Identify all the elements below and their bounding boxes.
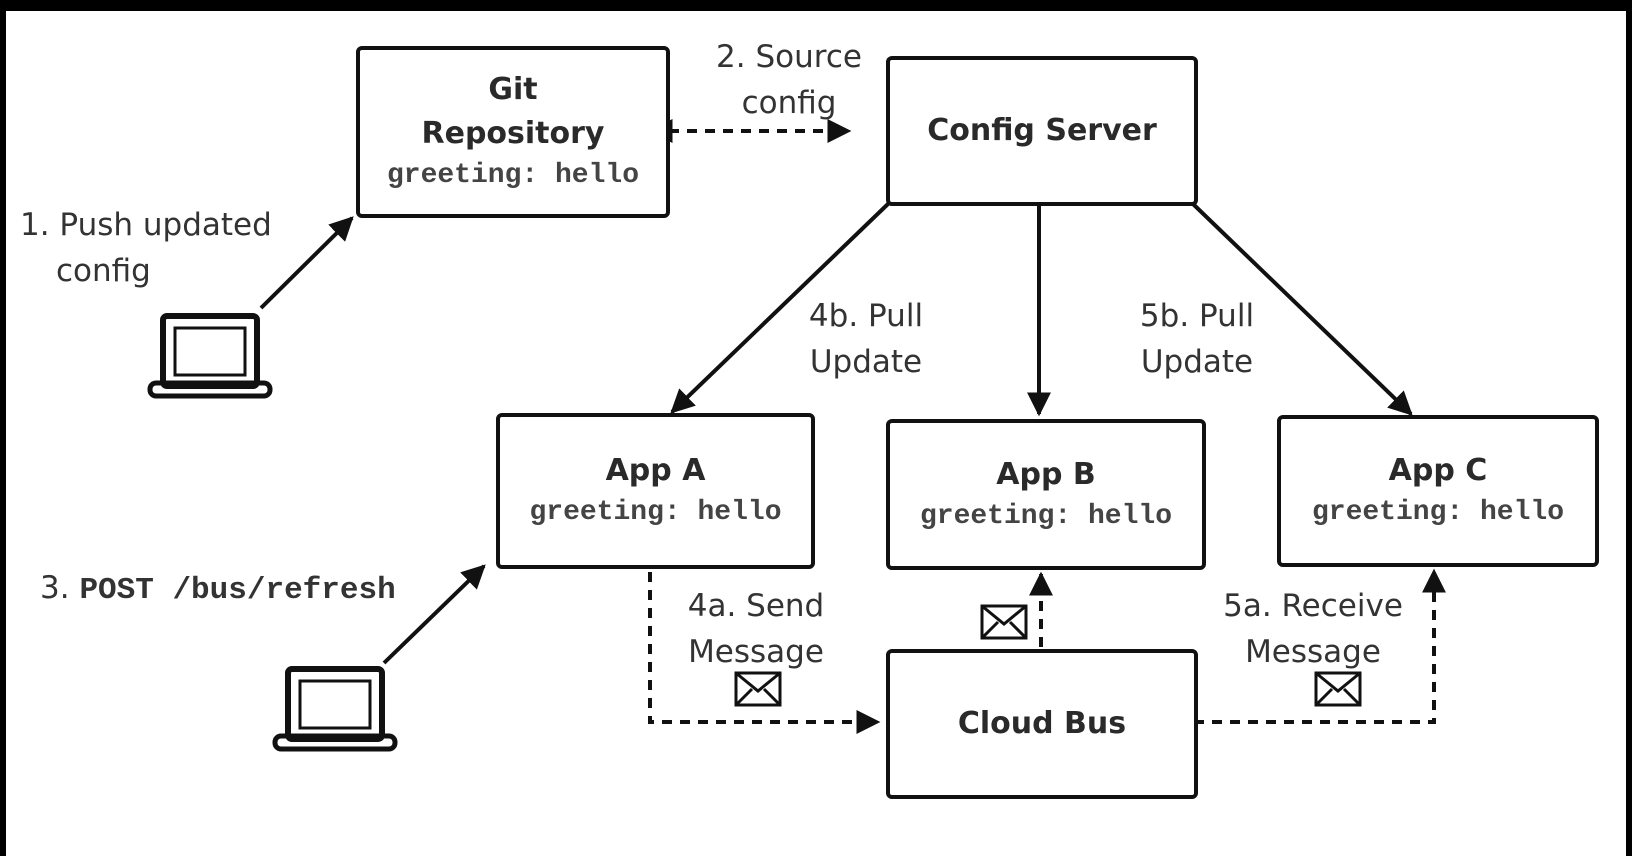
step-5b-label: 5b. Pull Update xyxy=(1132,293,1262,385)
step-2-line2: config xyxy=(741,85,837,121)
receive-message-arrow xyxy=(1194,568,1446,724)
connector-layer xyxy=(147,119,1446,752)
app-c-box: App C greeting: hello xyxy=(1277,415,1599,567)
post-refresh-arrow xyxy=(382,564,486,665)
diagram-canvas: Git Repository greeting: hello Config Se… xyxy=(6,11,1626,856)
step-1-line2: config xyxy=(56,253,151,289)
step-4a-line2: Message xyxy=(688,634,824,670)
step-5b-line2: Update xyxy=(1140,344,1254,380)
pull-update-c-arrow xyxy=(1190,201,1413,416)
laptop-icon xyxy=(272,666,398,752)
cloud-bus-title: Cloud Bus xyxy=(957,706,1127,741)
step-5a-line2: Message xyxy=(1245,634,1381,670)
app-b-box: App B greeting: hello xyxy=(886,419,1206,570)
git-repository-box: Git Repository greeting: hello xyxy=(356,46,670,218)
step-5a-line1: 5a. Receive xyxy=(1223,588,1403,624)
step-3-command: POST /bus/refresh xyxy=(79,573,396,608)
config-server-title: Config Server xyxy=(927,113,1157,148)
step-1-line1: 1. Push updated xyxy=(20,207,272,243)
envelope-icon xyxy=(734,671,782,707)
cloud-bus-box: Cloud Bus xyxy=(886,649,1198,799)
step-2-label: 2. Source config xyxy=(704,34,874,126)
step-1-label: 1. Push updated config xyxy=(20,202,272,294)
send-message-arrow xyxy=(648,572,881,734)
app-b-title: App B xyxy=(996,456,1096,492)
step-5a-label: 5a. Receive Message xyxy=(1218,583,1408,675)
app-b-greeting: greeting: hello xyxy=(919,500,1173,532)
step-3-prefix: 3. xyxy=(40,570,70,606)
app-a-title: App A xyxy=(605,453,706,488)
git-greeting: greeting: hello xyxy=(386,160,640,191)
app-c-title: App C xyxy=(1388,453,1488,488)
git-title-line2: Repository xyxy=(421,116,605,151)
push-arrow xyxy=(259,216,354,310)
envelope-icon xyxy=(980,604,1028,640)
app-c-greeting: greeting: hello xyxy=(1311,497,1565,528)
step-4a-label: 4a. Send Message xyxy=(676,583,836,675)
app-a-greeting: greeting: hello xyxy=(529,497,782,528)
step-4b-label: 4b. Pull Update xyxy=(801,293,931,385)
app-a-box: App A greeting: hello xyxy=(496,413,815,569)
envelope-icon xyxy=(1314,671,1362,707)
step-4b-line1: 4b. Pull xyxy=(808,298,924,334)
step-3-label: 3. POST /bus/refresh xyxy=(40,565,396,614)
config-server-box: Config Server xyxy=(886,56,1198,206)
step-4a-line1: 4a. Send xyxy=(687,588,825,624)
step-4b-line2: Update xyxy=(809,344,923,380)
git-title-line1: Git xyxy=(488,72,538,107)
step-2-line1: 2. Source xyxy=(716,39,862,75)
pull-update-a-arrow xyxy=(670,201,891,414)
laptop-icon xyxy=(147,313,273,399)
step-5b-line1: 5b. Pull xyxy=(1139,298,1255,334)
